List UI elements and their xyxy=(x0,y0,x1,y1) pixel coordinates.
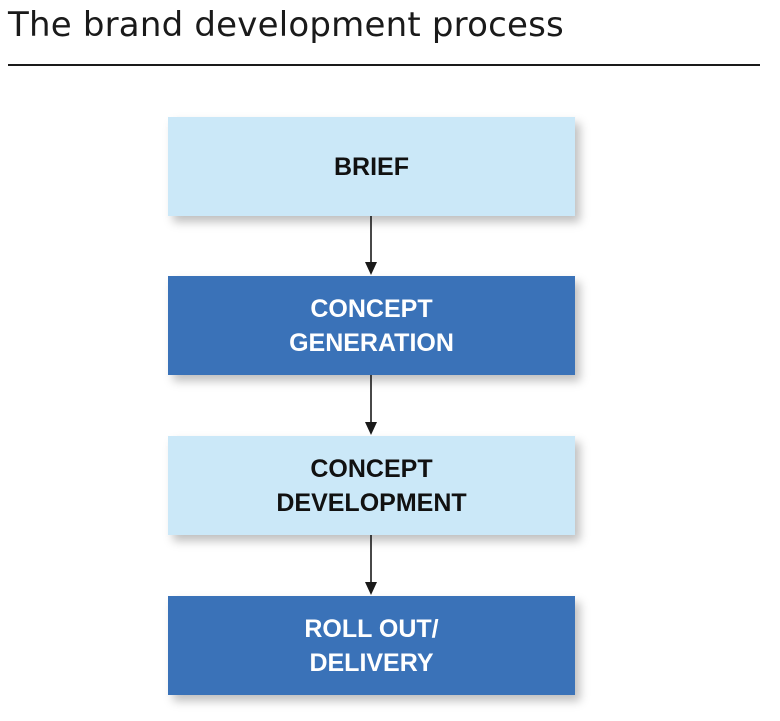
step-concept-generation-label-line-2: GENERATION xyxy=(289,328,454,357)
step-concept-generation-label-line-1: CONCEPT xyxy=(310,294,433,323)
step-roll-out-delivery: ROLL OUT/ DELIVERY xyxy=(168,596,575,695)
step-concept-development: CONCEPT DEVELOPMENT xyxy=(168,436,575,535)
step-concept-development-label-line-2: DEVELOPMENT xyxy=(276,488,467,517)
arrowhead-generation-to-development xyxy=(365,422,377,435)
page-title: The brand development process xyxy=(8,5,564,45)
title-divider xyxy=(8,64,760,66)
arrowhead-development-to-delivery xyxy=(365,582,377,595)
step-roll-out-delivery-label-line-2: DELIVERY xyxy=(309,648,434,677)
step-brief: BRIEF xyxy=(168,117,575,216)
step-concept-generation: CONCEPT GENERATION xyxy=(168,276,575,375)
step-brief-label: BRIEF xyxy=(334,152,409,181)
arrowhead-brief-to-generation xyxy=(365,262,377,275)
step-roll-out-delivery-label-line-1: ROLL OUT/ xyxy=(304,614,439,643)
step-concept-development-label-line-1: CONCEPT xyxy=(310,454,433,483)
